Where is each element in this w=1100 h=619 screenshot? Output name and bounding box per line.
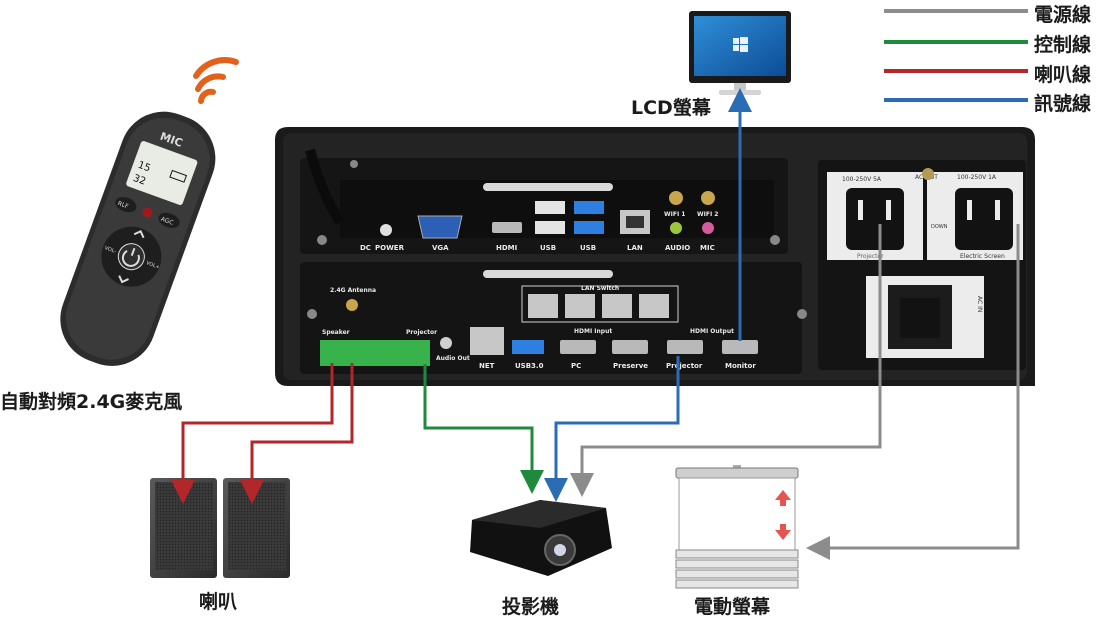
- usb3-port: [574, 201, 604, 214]
- outlet-projector: [846, 188, 904, 250]
- power-line-projector: [570, 224, 882, 497]
- svg-text:2.4G Antenna: 2.4G Antenna: [330, 287, 376, 294]
- speaker-label: 喇叭: [199, 591, 238, 613]
- svg-text:LAN: LAN: [627, 244, 643, 252]
- usb3-port: [574, 221, 604, 234]
- speaker-terminal: [320, 340, 362, 366]
- usb-port: [535, 221, 565, 234]
- speaker-left: [150, 478, 217, 578]
- power-button: [380, 224, 392, 236]
- svg-text:VOL-: VOL-: [104, 245, 117, 255]
- dc-cable: [305, 148, 345, 225]
- svg-text:AGC: AGC: [160, 216, 174, 227]
- svg-text:USB: USB: [540, 244, 556, 252]
- antenna-port: [346, 299, 358, 311]
- wireless-signal-icon: [193, 57, 239, 104]
- lcd-monitor-label: LCD螢幕: [631, 97, 711, 119]
- svg-text:LAN Switch: LAN Switch: [581, 285, 619, 292]
- svg-text:USB: USB: [580, 244, 596, 252]
- usb30-port: [512, 340, 544, 354]
- audio-jack: [670, 222, 682, 234]
- svg-text:VOL+: VOL+: [145, 260, 160, 271]
- lcd-display: [126, 141, 198, 205]
- svg-text:100-250V 5A: 100-250V 5A: [842, 176, 882, 183]
- wifi1-antenna-port: [669, 191, 683, 205]
- wifi2-antenna-port: [701, 191, 715, 205]
- svg-text:Speaker: Speaker: [322, 329, 350, 336]
- legend-control-label: 控制線: [1034, 34, 1092, 56]
- mic-remote: MIC 15 32 RLF AGC VOL- VOL+: [60, 57, 239, 366]
- svg-text:Preserve: Preserve: [613, 362, 648, 370]
- svg-text:HDMI: HDMI: [496, 244, 517, 252]
- svg-text:Projector: Projector: [857, 253, 884, 260]
- chevron-up-icon: [133, 229, 145, 239]
- svg-text:MIC: MIC: [700, 244, 715, 252]
- svg-text:RLF: RLF: [117, 200, 130, 211]
- svg-text:DOWN: DOWN: [931, 224, 948, 230]
- svg-text:NET: NET: [479, 362, 495, 370]
- power-line-screen: [806, 224, 1020, 560]
- svg-text:Audio Out: Audio Out: [436, 355, 470, 362]
- power-icon: [121, 249, 140, 267]
- speaker-line-left: [171, 363, 334, 504]
- svg-text:DC: DC: [360, 244, 371, 252]
- svg-text:100-250V 1A: 100-250V 1A: [957, 174, 997, 181]
- svg-text:32: 32: [131, 173, 147, 188]
- legend-speaker-label: 喇叭線: [1034, 64, 1092, 86]
- svg-text:HDMI Input: HDMI Input: [574, 328, 612, 335]
- projector: [470, 500, 612, 576]
- svg-text:HDMI Output: HDMI Output: [690, 328, 734, 335]
- svg-text:Projector: Projector: [406, 329, 437, 336]
- lcd-monitor: [689, 11, 791, 95]
- up-down-arrow-icon: [775, 490, 791, 540]
- svg-text:Electric Screen: Electric Screen: [960, 253, 1005, 260]
- mic-label: 自動對頻2.4G麥克風: [0, 391, 183, 413]
- mic-jack: [702, 222, 714, 234]
- usb-port: [535, 201, 565, 214]
- av-control-box: DC POWER VGA HDMI USB USB LAN WIFI 1 WIF…: [275, 127, 1035, 386]
- svg-text:WIFI 1: WIFI 1: [664, 211, 685, 218]
- speaker-right: [223, 478, 290, 578]
- svg-text:PC: PC: [571, 362, 581, 370]
- svg-text:VGA: VGA: [432, 244, 449, 252]
- chevron-down-icon: [118, 275, 129, 284]
- vga-port: [417, 215, 463, 239]
- windows-logo-icon: [733, 37, 748, 52]
- legend-power-label: 電源線: [1034, 4, 1092, 26]
- svg-text:Projector: Projector: [666, 362, 703, 370]
- audio-out-jack: [440, 337, 452, 349]
- svg-text:15: 15: [136, 160, 152, 175]
- svg-text:WIFI 2: WIFI 2: [697, 211, 718, 218]
- speaker-line-right: [240, 363, 354, 504]
- svg-text:USB3.0: USB3.0: [515, 362, 544, 370]
- projector-label: 投影機: [502, 596, 560, 618]
- electric-screen-label: 電動螢幕: [694, 596, 771, 618]
- svg-text:POWER: POWER: [375, 244, 405, 252]
- projector-control-terminal: [362, 340, 430, 366]
- net-port: [470, 327, 504, 355]
- control-line-projector: [423, 364, 544, 494]
- svg-text:AC IN: AC IN: [976, 296, 983, 312]
- signal-line-projector: [544, 356, 680, 502]
- svg-text:Monitor: Monitor: [725, 362, 756, 370]
- electric-screen: [675, 465, 799, 589]
- svg-text:AUDIO: AUDIO: [665, 244, 690, 252]
- outlet-screen: [955, 188, 1013, 250]
- hdmi-port: [492, 222, 522, 233]
- legend-signal-label: 訊號線: [1034, 93, 1092, 115]
- legend: [884, 9, 1028, 102]
